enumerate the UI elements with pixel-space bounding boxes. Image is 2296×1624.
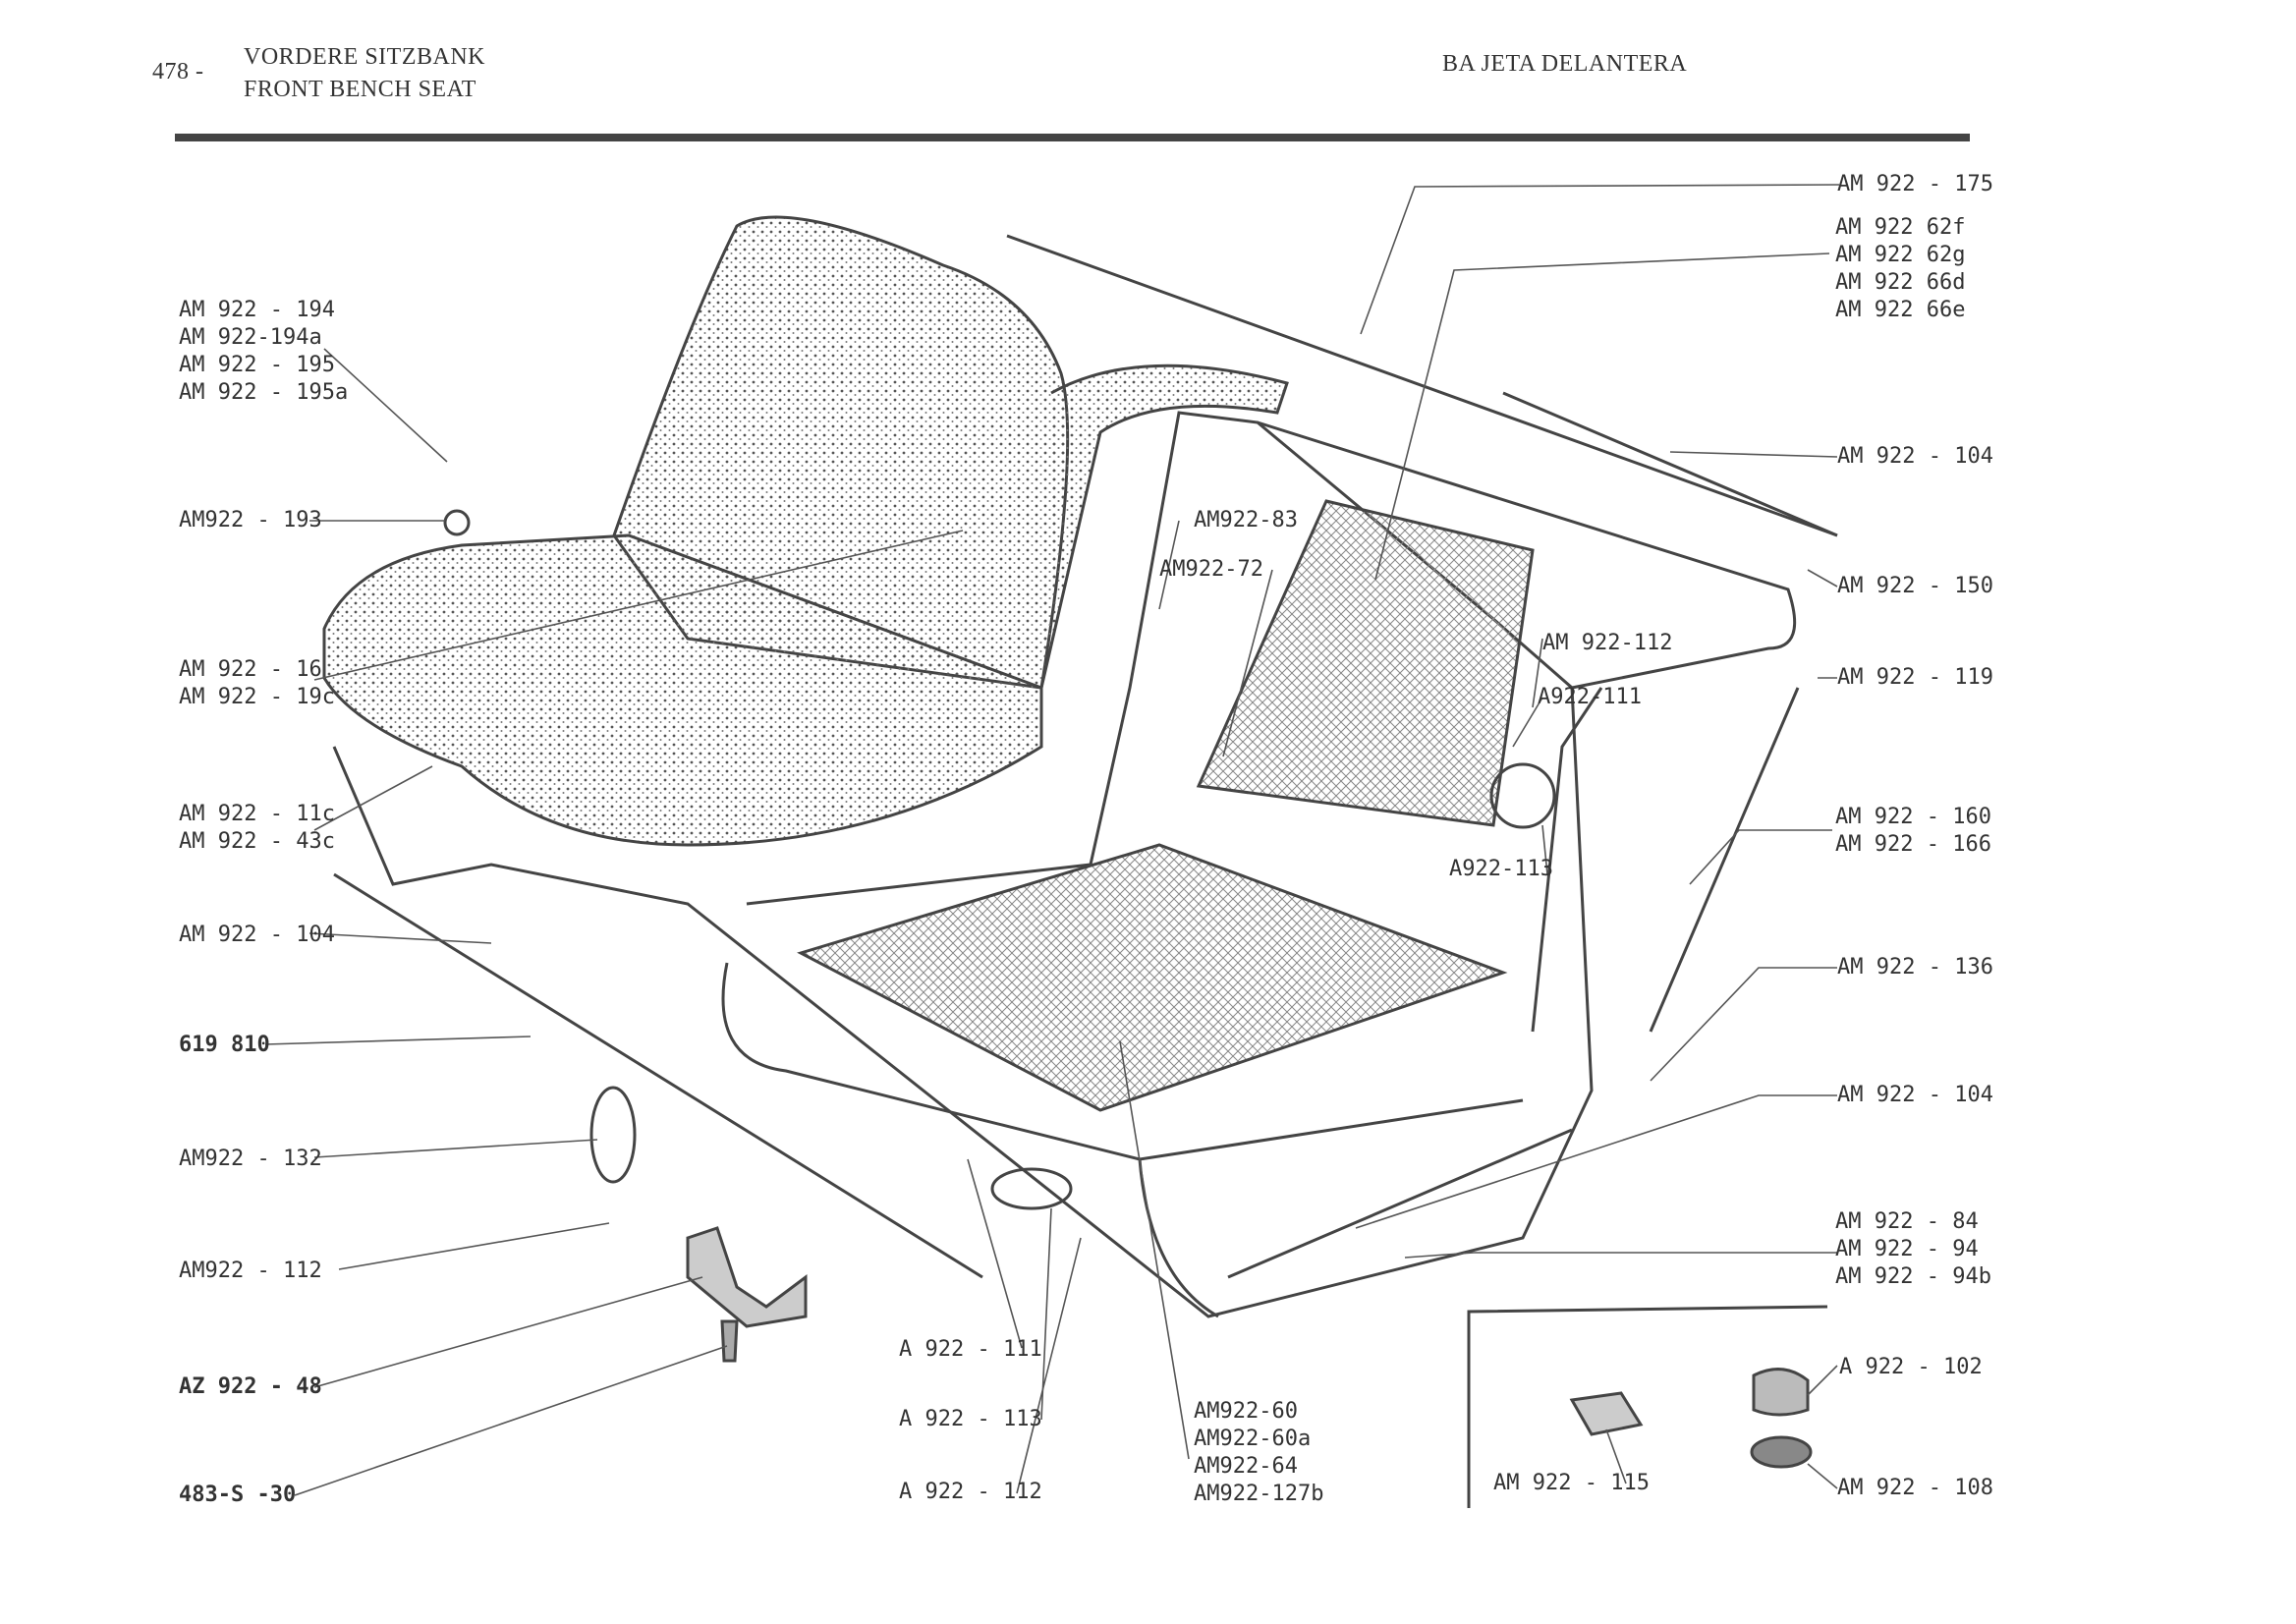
label-group-16: AM 922 - 16 AM 922 - 19c	[179, 656, 335, 711]
part-label-150: AM 922 - 150	[1837, 574, 1993, 598]
cap-102	[1752, 1368, 1810, 1417]
diag-rod	[1227, 1128, 1573, 1279]
part-label-72: AM922-72	[1159, 557, 1263, 582]
part-label: AM 922 62f	[1835, 215, 1966, 240]
part-label-108: AM 922 - 108	[1837, 1476, 1993, 1500]
part-label-115: AM 922 - 115	[1493, 1471, 1650, 1495]
label-group-11c: AM 922 - 11c AM 922 - 43c	[179, 801, 335, 856]
part-label: AM 922 - 166	[1835, 832, 1991, 857]
clip-115	[1569, 1391, 1644, 1436]
part-label-483: 483-S -30	[179, 1483, 297, 1507]
part-label: AM 922 62g	[1835, 243, 1966, 267]
part-label: AM 922 - 16	[179, 657, 322, 682]
bench-frame	[332, 411, 1594, 1318]
seat-cushion	[322, 533, 1043, 847]
top-rod	[1006, 234, 1838, 537]
part-label: AM922-60	[1194, 1399, 1298, 1424]
backrest-side-roll	[1039, 364, 1289, 689]
label-group-194: AM 922 - 194 AM 922-194a AM 922 - 195 AM…	[179, 297, 348, 407]
part-label: AM922-64	[1194, 1454, 1298, 1479]
part-label-112: AM922 - 112	[179, 1259, 322, 1283]
part-label-113: A 922 - 113	[899, 1407, 1042, 1431]
title-english: FRONT BENCH SEAT	[244, 77, 476, 102]
cap-108	[1750, 1435, 1813, 1469]
ring-113b	[1489, 762, 1556, 829]
part-label-112-inner: AM 922-112	[1542, 631, 1673, 655]
label-group-60: AM922-60 AM922-60a AM922-64 AM922-127b	[1194, 1398, 1323, 1508]
part-label: AM 922 - 195	[179, 353, 335, 377]
part-label: AM 922 - 160	[1835, 805, 1991, 829]
lower-rod	[333, 872, 983, 1279]
part-label: AM922-60a	[1194, 1427, 1312, 1451]
part-label-az48: AZ 922 - 48	[179, 1374, 322, 1399]
part-label: AM922-127b	[1194, 1482, 1324, 1506]
title-german: VORDERE SITZBANK	[244, 44, 485, 70]
ring-132	[589, 1086, 637, 1184]
header-rule	[175, 134, 1970, 141]
part-label-112-bottom: A 922 - 112	[899, 1480, 1042, 1504]
part-label: AM 922 - 94b	[1835, 1264, 1991, 1289]
label-group-84: AM 922 - 84 AM 922 - 94 AM 922 - 94b	[1835, 1208, 1991, 1291]
page-number: 478 -	[152, 59, 204, 84]
part-label: AM 922 - 43c	[179, 829, 335, 854]
part-label: AM 922 - 195a	[179, 380, 349, 405]
bolt-30	[720, 1319, 739, 1363]
part-label-111-inner: A922-111	[1538, 685, 1642, 709]
part-label-136: AM 922 - 136	[1837, 955, 1993, 980]
ring-113	[990, 1167, 1073, 1210]
part-label: AM 922 66d	[1835, 270, 1966, 295]
clamp-48	[686, 1226, 808, 1328]
part-label-104-top: AM 922 - 104	[1837, 444, 1993, 469]
part-label-193: AM922 - 193	[179, 508, 322, 532]
part-label-102: A 922 - 102	[1839, 1355, 1983, 1379]
part-label-83: AM922-83	[1194, 508, 1298, 532]
part-label-175: AM 922 - 175	[1837, 172, 1993, 196]
part-label: AM 922 - 194	[179, 298, 335, 322]
back-spring-mesh	[1196, 499, 1535, 827]
label-group-62: AM 922 62f AM 922 62g AM 922 66d AM 922 …	[1835, 214, 1965, 324]
seat-spring-mesh	[797, 843, 1508, 1112]
part-label: AM 922-194a	[179, 325, 322, 350]
part-label-132: AM922 - 132	[179, 1147, 322, 1171]
part-label: AM 922 - 19c	[179, 685, 335, 709]
upper-rod	[1502, 391, 1838, 537]
part-label-619810: 619 810	[179, 1033, 270, 1057]
part-label: AM 922 - 94	[1835, 1237, 1979, 1261]
part-label: AM 922 - 11c	[179, 802, 335, 826]
part-label-111: A 922 - 111	[899, 1337, 1042, 1362]
part-label-104-right: AM 922 - 104	[1837, 1083, 1993, 1107]
side-rod	[1649, 687, 1800, 1033]
part-label-104-left: AM 922 - 104	[179, 923, 335, 947]
part-label: AM 922 66e	[1835, 298, 1966, 322]
title-spanish: BA JETA DELANTERA	[1442, 51, 1688, 77]
washer-193	[443, 509, 471, 536]
part-label-113-inner: A922-113	[1449, 857, 1553, 881]
label-group-160: AM 922 - 160 AM 922 - 166	[1835, 804, 1991, 859]
part-label: AM 922 - 84	[1835, 1209, 1979, 1234]
part-label-119: AM 922 - 119	[1837, 665, 1993, 690]
